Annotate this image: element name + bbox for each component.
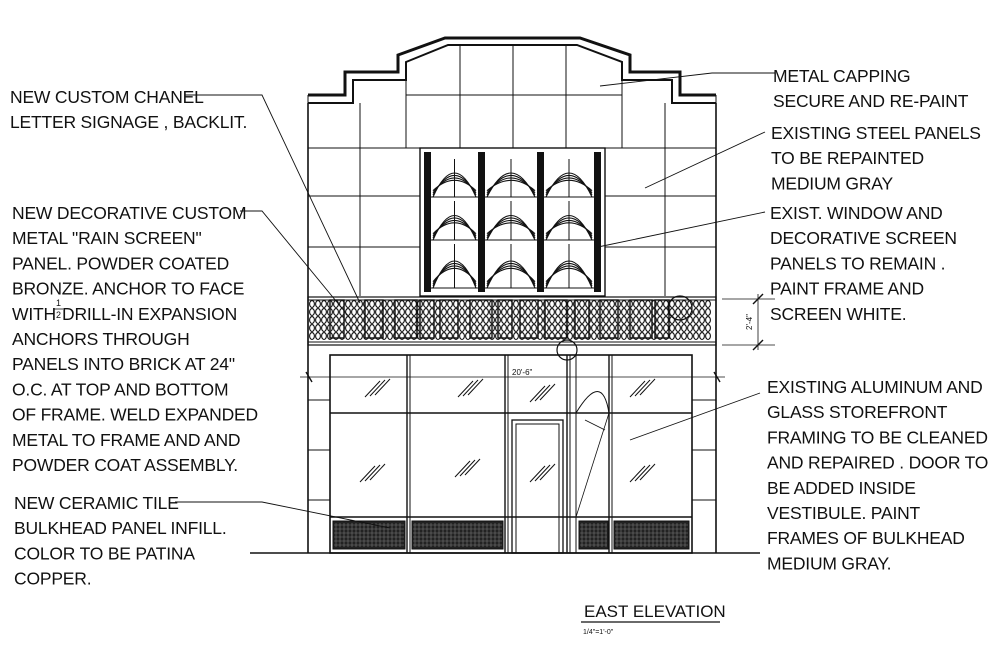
storefront-note-line: EXISTING ALUMINUM AND <box>767 377 983 397</box>
notes: NEW CUSTOM CHANEL LETTER SIGNAGE , BACKLI… <box>10 66 988 589</box>
window-note-line: PAINT FRAME AND <box>770 279 924 299</box>
rain-screen-note-line: PANELS INTO BRICK AT 24" <box>12 354 235 374</box>
storefront-note-line: AND REPAIRED . DOOR TO <box>767 453 988 473</box>
rain-screen-note-line: WITH <box>12 304 56 324</box>
width-dimension-label: 20'-6" <box>512 368 533 377</box>
signage-note-line: NEW CUSTOM CHANEL <box>10 87 204 107</box>
fraction-numerator: 1 <box>56 298 61 308</box>
storefront <box>329 354 693 554</box>
storefront-note-line: GLASS STOREFRONT <box>767 402 948 422</box>
rain-screen-note-line: POWDER COAT ASSEMBLY. <box>12 455 238 475</box>
decorative-window <box>419 147 606 297</box>
storefront-note: EXISTING ALUMINUM AND GLASS STOREFRONT FRA… <box>767 377 988 573</box>
window-note-line: DECORATIVE SCREEN <box>770 228 957 248</box>
steel-panels-note: EXISTING STEEL PANELS TO BE REPAINTED MEDI… <box>771 123 981 193</box>
bulkhead-panel <box>613 520 690 550</box>
window-note: EXIST. WINDOW AND DECORATIVE SCREEN PANELS… <box>770 203 957 324</box>
glass-hatch-marks <box>359 378 656 483</box>
bulkhead-panel <box>411 520 504 550</box>
drawing-title: EAST ELEVATION <box>584 602 726 621</box>
capping-note-line: METAL CAPPING <box>773 66 910 86</box>
steel-panels-note-line: MEDIUM GRAY <box>771 173 893 193</box>
rain-screen-note-line: METAL "RAIN SCREEN" <box>12 228 202 248</box>
screen-arches <box>431 159 594 289</box>
rain-screen-note-line: DRILL-IN EXPANSION <box>62 304 237 324</box>
rain-screen-note-line: BRONZE. ANCHOR TO FACE <box>12 279 244 299</box>
rain-screen-note-line: OF FRAME. WELD EXPANDED <box>12 405 258 425</box>
capping-note: METAL CAPPING SECURE AND RE-PAINT <box>773 66 969 111</box>
tile-note-line: BULKHEAD PANEL INFILL. <box>14 518 226 538</box>
height-dimension <box>722 293 775 351</box>
tile-note-line: COPPER. <box>14 569 91 589</box>
rain-screen-note-line: NEW DECORATIVE CUSTOM <box>12 203 246 223</box>
rain-screen-note-line: METAL TO FRAME AND AND <box>12 430 240 450</box>
leader-lines <box>175 72 775 529</box>
parapet <box>307 36 717 104</box>
window-note-line: SCREEN WHITE. <box>770 304 906 324</box>
width-dimension <box>300 371 725 383</box>
bulkhead-panel <box>332 520 406 550</box>
signage-note-line: LETTER SIGNAGE , BACKLIT. <box>10 112 247 132</box>
storefront-note-line: MEDIUM GRAY. <box>767 553 891 573</box>
window-note-line: PANELS TO REMAIN . <box>770 253 945 273</box>
bulkhead-panel <box>578 520 609 550</box>
window-note-line: EXIST. WINDOW AND <box>770 203 943 223</box>
fraction-half: 1 2 <box>54 298 63 320</box>
height-dimension-label: 2'-4" <box>745 314 754 330</box>
rain-screen-note-line: PANEL. POWDER COATED <box>12 253 229 273</box>
rain-screen-note: NEW DECORATIVE CUSTOM METAL "RAIN SCREEN"… <box>12 203 258 475</box>
fraction-denominator: 2 <box>56 310 61 320</box>
storefront-note-line: FRAMES OF BULKHEAD <box>767 528 965 548</box>
rain-screen-note-line: ANCHORS THROUGH <box>12 329 190 349</box>
bulkhead-tile-panels <box>332 520 690 550</box>
rain-screen-panel <box>307 295 717 361</box>
signage-note: NEW CUSTOM CHANEL LETTER SIGNAGE , BACKLI… <box>10 87 247 132</box>
tile-note-line: COLOR TO BE PATINA <box>14 543 195 563</box>
tile-note: NEW CERAMIC TILE BULKHEAD PANEL INFILL. CO… <box>14 493 227 589</box>
storefront-note-line: FRAMING TO BE CLEANED <box>767 427 988 447</box>
steel-panels-note-line: TO BE REPAINTED <box>771 148 924 168</box>
storefront-note-line: BE ADDED INSIDE <box>767 478 916 498</box>
storefront-note-line: VESTIBULE. PAINT <box>767 503 921 523</box>
tile-note-line: NEW CERAMIC TILE <box>14 493 179 513</box>
drawing-scale: 1/4"=1'-0" <box>583 629 614 636</box>
rain-screen-note-line: O.C. AT TOP AND BOTTOM <box>12 379 228 399</box>
steel-panels-note-line: EXISTING STEEL PANELS <box>771 123 981 143</box>
capping-note-line: SECURE AND RE-PAINT <box>773 91 969 111</box>
